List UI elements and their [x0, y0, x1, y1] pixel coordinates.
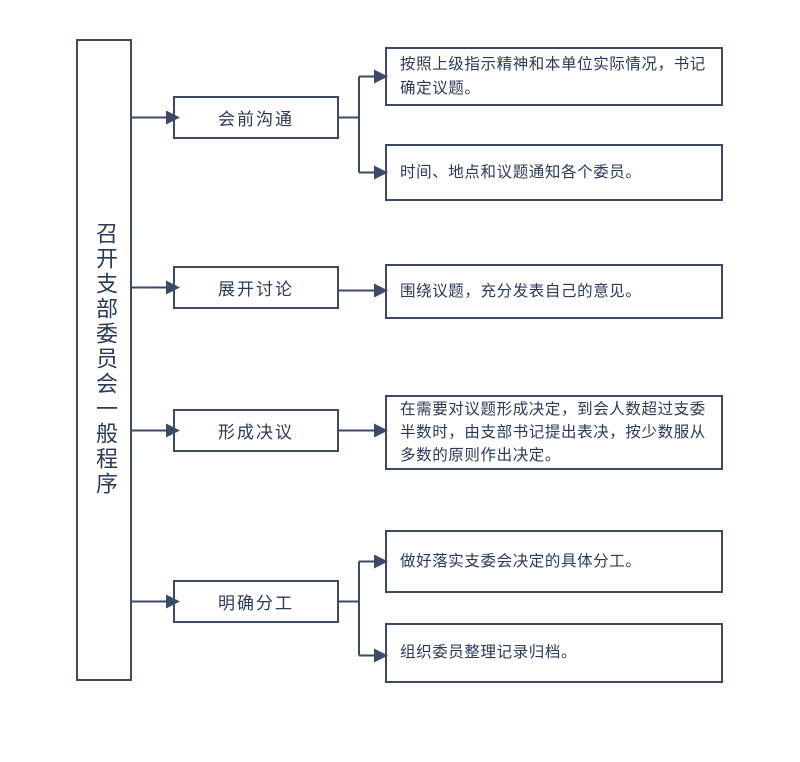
detail-box-3[interactable]	[385, 264, 723, 319]
arrow-head-icon	[374, 69, 388, 84]
connector-root-to-stage-4	[131, 594, 180, 609]
connector-stage-1-branch	[338, 69, 388, 180]
detail-box-2[interactable]	[385, 144, 723, 201]
arrow-head-icon	[374, 554, 388, 569]
detail-box-1[interactable]	[385, 47, 723, 106]
arrow-head-icon	[374, 423, 388, 438]
connector-root-to-stage-1	[131, 110, 180, 125]
arrow-head-icon	[374, 165, 388, 180]
arrow-head-icon	[166, 423, 180, 438]
arrow-head-icon	[166, 110, 180, 125]
connector-stage-2-to-detail-3	[338, 283, 388, 298]
stage-box-2[interactable]	[173, 266, 339, 309]
stage-box-4[interactable]	[173, 580, 339, 623]
arrow-head-icon	[374, 648, 388, 663]
detail-box-5[interactable]	[385, 530, 723, 593]
arrow-head-icon	[166, 594, 180, 609]
arrow-head-icon	[166, 280, 180, 295]
stage-box-1[interactable]	[173, 96, 339, 139]
connector-root-to-stage-3	[131, 423, 180, 438]
root-node-box[interactable]	[76, 39, 132, 681]
arrow-head-icon	[374, 283, 388, 298]
connector-stage-3-to-detail-4	[338, 423, 388, 438]
connector-root-to-stage-2	[131, 280, 180, 295]
detail-box-4[interactable]	[385, 395, 723, 470]
stage-box-3[interactable]	[173, 409, 339, 452]
detail-box-6[interactable]	[385, 623, 723, 683]
connector-stage-4-branch	[338, 554, 388, 663]
